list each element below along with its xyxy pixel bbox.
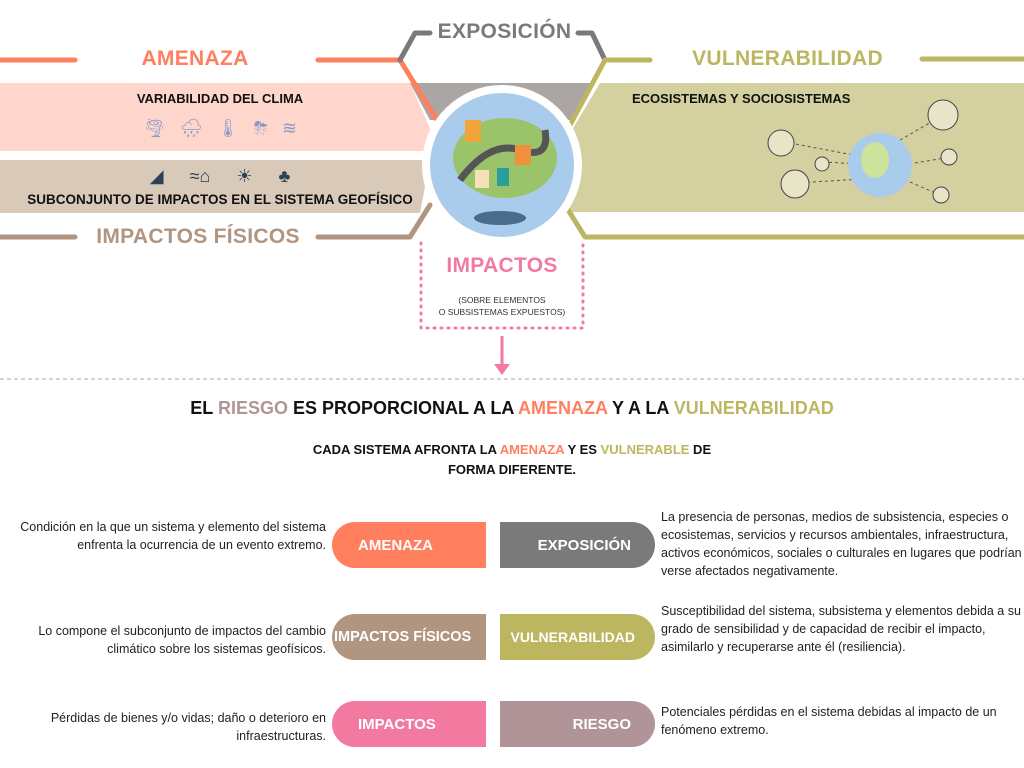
impactos-subtitle-line: O SUBSISTEMAS EXPUESTOS) xyxy=(438,307,566,317)
amenaza-word: AMENAZA xyxy=(518,398,608,418)
vulnerable-word: VULNERABLE xyxy=(600,442,690,457)
ecosistemas-label: ECOSISTEMAS Y SOCIOSISTEMAS xyxy=(632,91,851,106)
geo-icons: ◢ ≈⌂ ☀ ♣ xyxy=(0,166,440,187)
tornado-icon: 🌪 xyxy=(142,118,166,138)
riesgo-word: RIESGO xyxy=(217,398,288,418)
arrow-down-icon xyxy=(494,364,510,375)
text: CADA SISTEMA AFRONTA LA xyxy=(312,442,500,457)
impactos-fisicos-pill: IMPACTOS FÍSICOS xyxy=(332,614,486,660)
vulnerabilidad-description: Susceptibilidad del sistema, subsistema … xyxy=(661,604,1021,654)
subconjunto-label: SUBCONJUNTO DE IMPACTOS EN EL SISTEMA GE… xyxy=(27,192,413,207)
storm-cloud-icon: ⛈ xyxy=(253,118,268,138)
amenaza-heading: AMENAZA xyxy=(141,47,249,70)
wind-icon: ≋ xyxy=(281,118,298,138)
amenaza-word: AMENAZA xyxy=(499,442,565,457)
risk-statement: EL RIESGO ES PROPORCIONAL A LA AMENAZA Y… xyxy=(0,398,1024,419)
flood-icon: ≈⌂ xyxy=(189,166,211,186)
fire-tree-icon: ♣ xyxy=(278,166,291,186)
impactos-pill: IMPACTOS xyxy=(332,701,486,747)
impactos-subtitle-line: (SOBRE ELEMENTOS xyxy=(458,295,546,305)
text: EL xyxy=(190,398,218,418)
drought-icon: ☀ xyxy=(236,166,253,186)
impactos-heading: IMPACTOS xyxy=(446,254,558,277)
money-icon xyxy=(940,148,958,166)
tree-icon xyxy=(927,99,959,131)
water-icon xyxy=(932,186,950,204)
vulnerabilidad-heading: VULNERABILIDAD xyxy=(692,47,883,70)
variabilidad-label: VARIABILIDAD DEL CLIMA xyxy=(136,91,304,106)
text: DE xyxy=(689,442,712,457)
exposicion-pill: EXPOSICIÓN xyxy=(500,522,655,568)
thermometer-icon: 🌡 xyxy=(216,118,240,138)
impactos-fisicos-heading: IMPACTOS FÍSICOS xyxy=(96,225,300,248)
people-icon xyxy=(767,129,795,157)
climate-icons: 🌪 🌧 🌡 ⛈ ≋ xyxy=(0,118,440,139)
impactos-subtitle: (SOBRE ELEMENTOS O SUBSISTEMAS EXPUESTOS… xyxy=(421,294,583,318)
impactos-fisicos-description: Lo compone el subconjunto de impactos de… xyxy=(38,624,326,656)
amenaza-description: Condición en la que un sistema y element… xyxy=(20,520,326,552)
text: Y ES xyxy=(564,442,601,457)
house-icon xyxy=(814,156,830,172)
diagram-background xyxy=(0,30,1024,380)
amenaza-pill: AMENAZA xyxy=(332,522,486,568)
landslide-icon: ◢ xyxy=(149,166,164,186)
vulnerabilidad-word: VULNERABILIDAD xyxy=(673,398,834,418)
text: ES PROPORCIONAL A LA xyxy=(287,398,519,418)
text: FORMA DIFERENTE. xyxy=(447,462,577,477)
exposicion-heading: EXPOSICIÓN xyxy=(437,20,572,43)
riesgo-pill: RIESGO xyxy=(500,701,655,747)
turtle-icon xyxy=(780,169,810,199)
rain-cloud-icon: 🌧 xyxy=(179,118,203,138)
impactos-description: Pérdidas de bienes y/o vidas; daño o det… xyxy=(50,711,326,743)
exposicion-description: La presencia de personas, medios de subs… xyxy=(661,510,1022,578)
riesgo-description: Potenciales pérdidas en el sistema debid… xyxy=(661,705,997,737)
text: Y A LA xyxy=(607,398,674,418)
system-statement: CADA SISTEMA AFRONTA LA AMENAZA Y ES VUL… xyxy=(0,440,1024,480)
vulnerabilidad-pill: VULNERABILIDAD xyxy=(500,614,655,660)
